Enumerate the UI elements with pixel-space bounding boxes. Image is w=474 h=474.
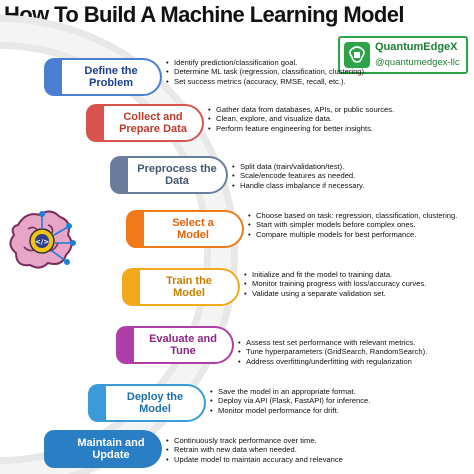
bullet-item: Address overfitting/underfitting with re…: [238, 357, 470, 367]
page-title: How To Build A Machine Learning Model: [4, 2, 404, 27]
step-label: Define the Problem: [84, 65, 138, 89]
step-pill: Train the Model: [136, 268, 240, 306]
bullet-item: Compare multiple models for best perform…: [248, 230, 470, 240]
step-pill: Collect and Prepare Data: [100, 104, 204, 142]
step-pill: Define the Problem: [58, 58, 162, 96]
bullet-item: Monitor training progress with loss/accu…: [244, 279, 470, 289]
step-bullets: Initialize and fit the model to training…: [244, 270, 470, 298]
bullet-item: Update model to maintain accuracy and re…: [166, 455, 426, 465]
step-pill: Maintain and Update: [58, 430, 162, 468]
svg-text:</>: </>: [35, 238, 49, 246]
bullet-item: Start with simpler models before complex…: [248, 220, 470, 230]
bullet-item: Handle class imbalance if necessary.: [232, 181, 470, 191]
step-label: Evaluate and Tune: [149, 333, 217, 357]
bullet-item: Continuously track performance over time…: [166, 436, 426, 446]
step-bullets: Split data (train/validation/test).Scale…: [232, 162, 470, 190]
bullet-item: Split data (train/validation/test).: [232, 162, 470, 172]
bullet-item: Monitor model performance for drift.: [210, 406, 470, 416]
bullet-item: Save the model in an appropriate format.: [210, 387, 470, 397]
bullet-item: Scale/encode features as needed.: [232, 171, 470, 181]
step-pill: Preprocess the Data: [124, 156, 228, 194]
bullet-item: Tune hyperparameters (GridSearch, Random…: [238, 347, 470, 357]
bullet-item: Retrain with new data when needed.: [166, 445, 426, 455]
brand-name: QuantumEdgeX: [375, 41, 458, 53]
step-label: Preprocess the Data: [137, 163, 217, 187]
bullet-item: Initialize and fit the model to training…: [244, 270, 470, 280]
bullet-item: Deploy via API (Flask, FastAPI) for infe…: [210, 396, 470, 406]
bullet-item: Choose based on task: regression, classi…: [248, 211, 470, 221]
step-bullets: Choose based on task: regression, classi…: [248, 211, 470, 239]
step-bullets: Save the model in an appropriate format.…: [210, 387, 470, 415]
step-label: Deploy the Model: [126, 391, 184, 415]
step-label: Collect and Prepare Data: [119, 111, 187, 135]
step-label: Maintain and Update: [77, 437, 145, 461]
bullet-item: Clean, explore, and visualize data.: [208, 114, 468, 124]
bullet-item: Set success metrics (accuracy, RMSE, rec…: [166, 77, 426, 87]
bullet-item: Determine ML task (regression, classific…: [166, 67, 426, 77]
brain-chip-icon: </>: [9, 210, 77, 269]
step-bullets: Assess test set performance with relevan…: [238, 338, 470, 366]
bullet-item: Gather data from databases, APIs, or pub…: [208, 105, 468, 115]
step-bullets: Gather data from databases, APIs, or pub…: [208, 105, 468, 133]
step-pill: Evaluate and Tune: [130, 326, 234, 364]
bullet-item: Validate using a separate validation set…: [244, 289, 470, 299]
step-pill: Select a Model: [140, 210, 244, 248]
step-label: Train the Model: [166, 275, 212, 299]
bullet-item: Perform feature engineering for better i…: [208, 124, 468, 134]
bullet-item: Assess test set performance with relevan…: [238, 338, 470, 348]
step-bullets: Continuously track performance over time…: [166, 436, 426, 464]
step-pill: Deploy the Model: [102, 384, 206, 422]
step-bullets: Identify prediction/classification goal.…: [166, 58, 426, 86]
bullet-item: Identify prediction/classification goal.: [166, 58, 426, 68]
step-label: Select a Model: [172, 217, 214, 241]
